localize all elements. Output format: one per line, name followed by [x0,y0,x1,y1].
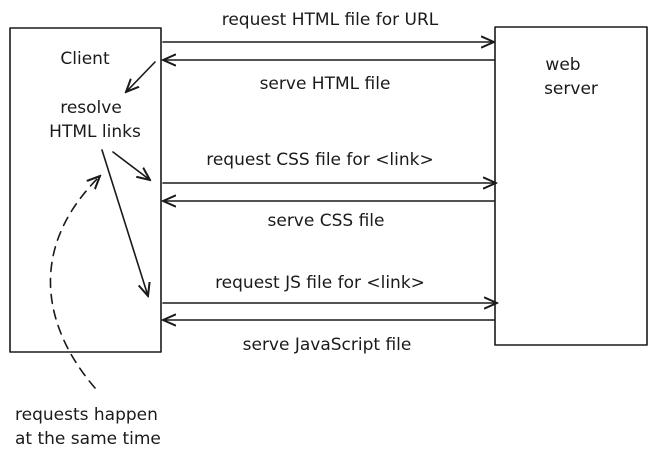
resolve-label-line1: resolve [60,98,122,118]
note-line1: requests happen [15,405,158,425]
message-label-req-html: request HTML file for URL [222,10,439,30]
message-label-req-js: request JS file for <link> [215,273,425,293]
message-label-serve-js: serve JavaScript file [243,335,412,355]
message-label-req-css: request CSS file for <link> [206,150,434,170]
arrow-resolve-to-js [101,149,148,296]
arrow-to-resolve [126,61,156,92]
client-box [9,27,162,353]
resolve-label-line2: HTML links [49,122,141,142]
note-dashed-arrow [49,176,100,389]
server-label-line2: server [544,79,598,99]
message-label-serve-css: serve CSS file [268,211,385,231]
client-label: Client [60,49,110,69]
server-label-line1: web [545,55,580,75]
arrow-resolve-to-css [112,151,150,180]
message-label-serve-html: serve HTML file [260,74,391,94]
note-line2: at the same time [15,429,161,449]
